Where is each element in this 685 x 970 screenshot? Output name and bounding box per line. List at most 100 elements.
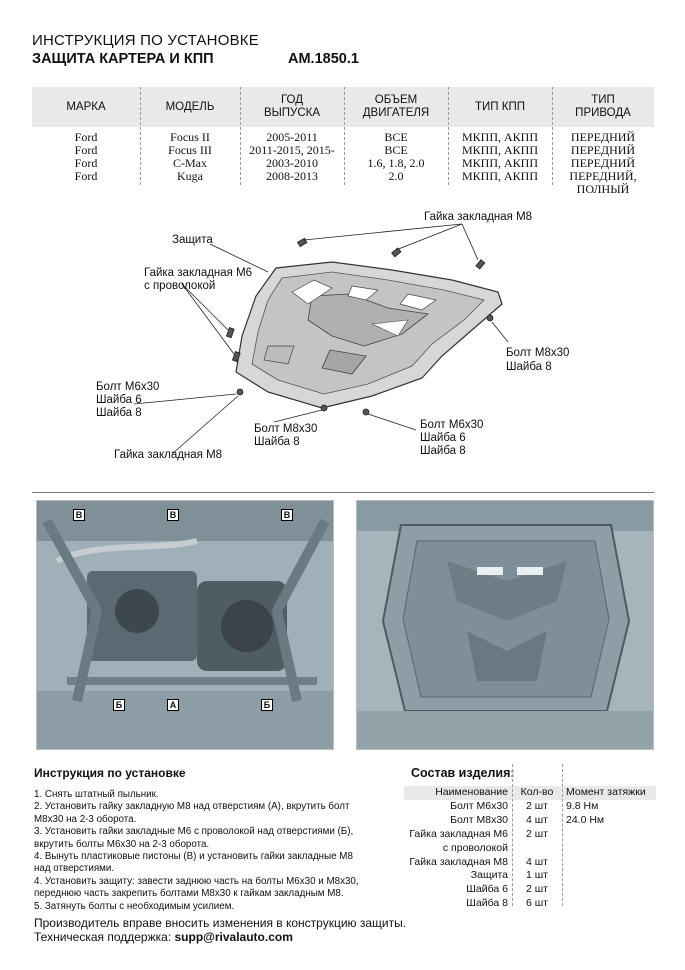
- skid-plate-drawing: [133, 223, 509, 455]
- kit-item-qty: 2 шт: [526, 883, 548, 896]
- kit-item-qty: 4 шт: [526, 813, 548, 826]
- instruction-line: вкрутить болты М6х30 на 2-3 оборота.: [34, 838, 210, 850]
- article-code: AM.1850.1: [288, 51, 359, 67]
- section-divider: [32, 492, 654, 493]
- spec-cell-make: Ford: [74, 169, 98, 183]
- instruction-line: 2. Установить гайку закладную М8 над отв…: [34, 801, 350, 813]
- kit-item-name: Гайка закладная М6: [409, 827, 508, 840]
- kit-item-torque: 9.8 Нм: [566, 799, 599, 812]
- instruction-line: 3. Установить гайки закладные М6 с прово…: [34, 826, 354, 838]
- fasteners: [225, 237, 494, 416]
- spec-cell-gearbox: МКПП, АКПП: [461, 156, 538, 170]
- marker-v: В: [281, 509, 293, 521]
- spec-cell-drive: ПЕРЕДНИЙ: [570, 143, 636, 157]
- document-subtitle: ЗАЩИТА КАРТЕРА И КПП: [32, 51, 214, 67]
- spec-header-engine: ОБЪЕМ ДВИГАТЕЛЯ: [344, 87, 448, 127]
- label-nut-m8-bottom: Гайка закладная М8: [114, 449, 223, 461]
- spec-cell-year: 2003-2010: [266, 156, 318, 170]
- footer-support: Техническая поддержка: supp@rivalauto.co…: [34, 930, 293, 944]
- label-bolt-m8-mid-line1: Болт М8х30: [254, 423, 318, 435]
- kit-item-name: Болт М8х30: [450, 813, 508, 826]
- spec-header-text: ТИП: [591, 94, 615, 106]
- spec-table-header-band: [32, 87, 654, 127]
- kit-item-name: Шайба 6: [466, 883, 508, 896]
- label-bolt-m6-left-line3: Шайба 8: [96, 407, 142, 419]
- spec-header-model: МОДЕЛЬ: [140, 87, 240, 127]
- instruction-line: переднюю часть закрепить болтами М8х30 к…: [34, 888, 344, 900]
- spec-header-text: ВЫПУСКА: [263, 107, 321, 119]
- marker-b: Б: [261, 699, 273, 711]
- kit-divider: [562, 764, 563, 906]
- spec-cell-engine: ВСЕ: [384, 130, 408, 144]
- kit-item-torque: 24.0 Нм: [566, 813, 605, 826]
- label-bolt-m6-right-line2: Шайба 6: [420, 432, 466, 444]
- spec-header-text: МОДЕЛЬ: [165, 100, 215, 113]
- engine-underside-render: [37, 501, 333, 749]
- document-title: ИНСТРУКЦИЯ ПО УСТАНОВКЕ: [32, 32, 259, 49]
- spec-header-text: ТИП КПП: [475, 100, 525, 113]
- photo-engine-underside: В В В Б А Б: [36, 500, 334, 750]
- instructions-title: Инструкция по установке: [34, 766, 186, 780]
- kit-item-qty: 2 шт: [526, 827, 548, 840]
- installed-guard-render: [357, 501, 653, 749]
- kit-item-qty: 6 шт: [526, 897, 548, 910]
- spec-divider: [448, 87, 449, 185]
- spec-cell-model: Focus III: [168, 143, 212, 157]
- support-label: Техническая поддержка:: [34, 930, 172, 944]
- spec-cell-make: Ford: [74, 130, 98, 144]
- kit-header-band: [404, 786, 656, 800]
- instruction-line: 4. Вынуть пластиковые пистоны (В) и уста…: [34, 851, 353, 863]
- spec-cell-engine: ВСЕ: [384, 143, 408, 157]
- kit-header-name: Наименование: [435, 786, 508, 798]
- spec-cell-gearbox: МКПП, АКПП: [461, 130, 538, 144]
- photo-installed-guard: [356, 500, 654, 750]
- spec-cell-model: Kuga: [177, 169, 203, 183]
- kit-item-qty: 4 шт: [526, 855, 548, 868]
- label-bolt-m6-left-line1: Болт М6х30: [96, 381, 160, 393]
- marker-v: В: [167, 509, 179, 521]
- spec-header-gearbox: ТИП КПП: [448, 87, 552, 127]
- spec-cell-model: C-Max: [173, 156, 207, 170]
- kit-item-name: Защита: [470, 869, 508, 882]
- kit-header-qty: Кол-во: [520, 786, 554, 798]
- spec-cell-make: Ford: [74, 156, 98, 170]
- marker-v: В: [73, 509, 85, 521]
- leader-lines: [133, 223, 509, 455]
- label-bolt-m8-mid-line2: Шайба 8: [254, 436, 300, 448]
- spec-cell-year: 2005-2011: [266, 130, 318, 144]
- spec-cell-drive: ПЕРЕДНИЙ: [570, 130, 636, 144]
- spec-header-text: ПРИВОДА: [575, 107, 631, 119]
- kit-item-qty: 2 шт: [526, 799, 548, 812]
- support-email[interactable]: supp@rivalauto.com: [174, 930, 293, 944]
- spec-header-year: ГОД ВЫПУСКА: [240, 87, 344, 127]
- kit-title: Состав изделия:: [411, 766, 515, 780]
- marker-b: Б: [113, 699, 125, 711]
- skid-plate: [235, 261, 503, 409]
- instruction-line: 4. Установить защиту: завести заднюю час…: [34, 875, 359, 887]
- kit-names-column: Наименование Болт М6х30 Болт М8х30 Гайка…: [404, 786, 508, 911]
- spec-cell-year: 2008-2013: [266, 169, 318, 183]
- instructions-list: 1. Снять штатный пыльник. 2. Установить …: [34, 789, 374, 913]
- instruction-line: над отверстиями.: [34, 863, 115, 875]
- label-nut-m6-line2: с проволокой: [144, 280, 216, 292]
- instruction-line: 5. Затянуть болты с необходимым усилием.: [34, 900, 235, 912]
- spec-cell-gearbox: МКПП, АКПП: [461, 169, 538, 183]
- spec-cell-drive: ПЕРЕДНИЙ, ПОЛНЫЙ: [569, 169, 637, 196]
- spec-divider: [240, 87, 241, 185]
- label-bolt-m6-left-line2: Шайба 6: [96, 394, 142, 406]
- instruction-line: М8х30 на 2-3 оборота.: [34, 813, 137, 825]
- spec-divider: [140, 87, 141, 185]
- spec-cell-engine: 1.6, 1.8, 2.0: [367, 156, 425, 170]
- spec-header-text: ГОД: [280, 94, 304, 106]
- spec-header-text: ДВИГАТЕЛЯ: [362, 107, 430, 119]
- label-bolt-m6-right-line1: Болт М6х30: [420, 419, 484, 431]
- spec-cell-drive: ПЕРЕДНИЙ: [570, 156, 636, 170]
- footer-disclaimer: Производитель вправе вносить изменения в…: [34, 916, 407, 930]
- spec-header-make: МАРКА: [32, 87, 140, 127]
- kit-item-name: с проволокой: [442, 841, 508, 854]
- spec-header-drive: ТИП ПРИВОДА: [552, 87, 654, 127]
- kit-item-name: Гайка закладная М8: [409, 855, 508, 868]
- label-nut-m6-line1: Гайка закладная М6: [144, 267, 253, 279]
- spec-divider: [344, 87, 345, 185]
- kit-item-qty: 1 шт: [526, 869, 548, 882]
